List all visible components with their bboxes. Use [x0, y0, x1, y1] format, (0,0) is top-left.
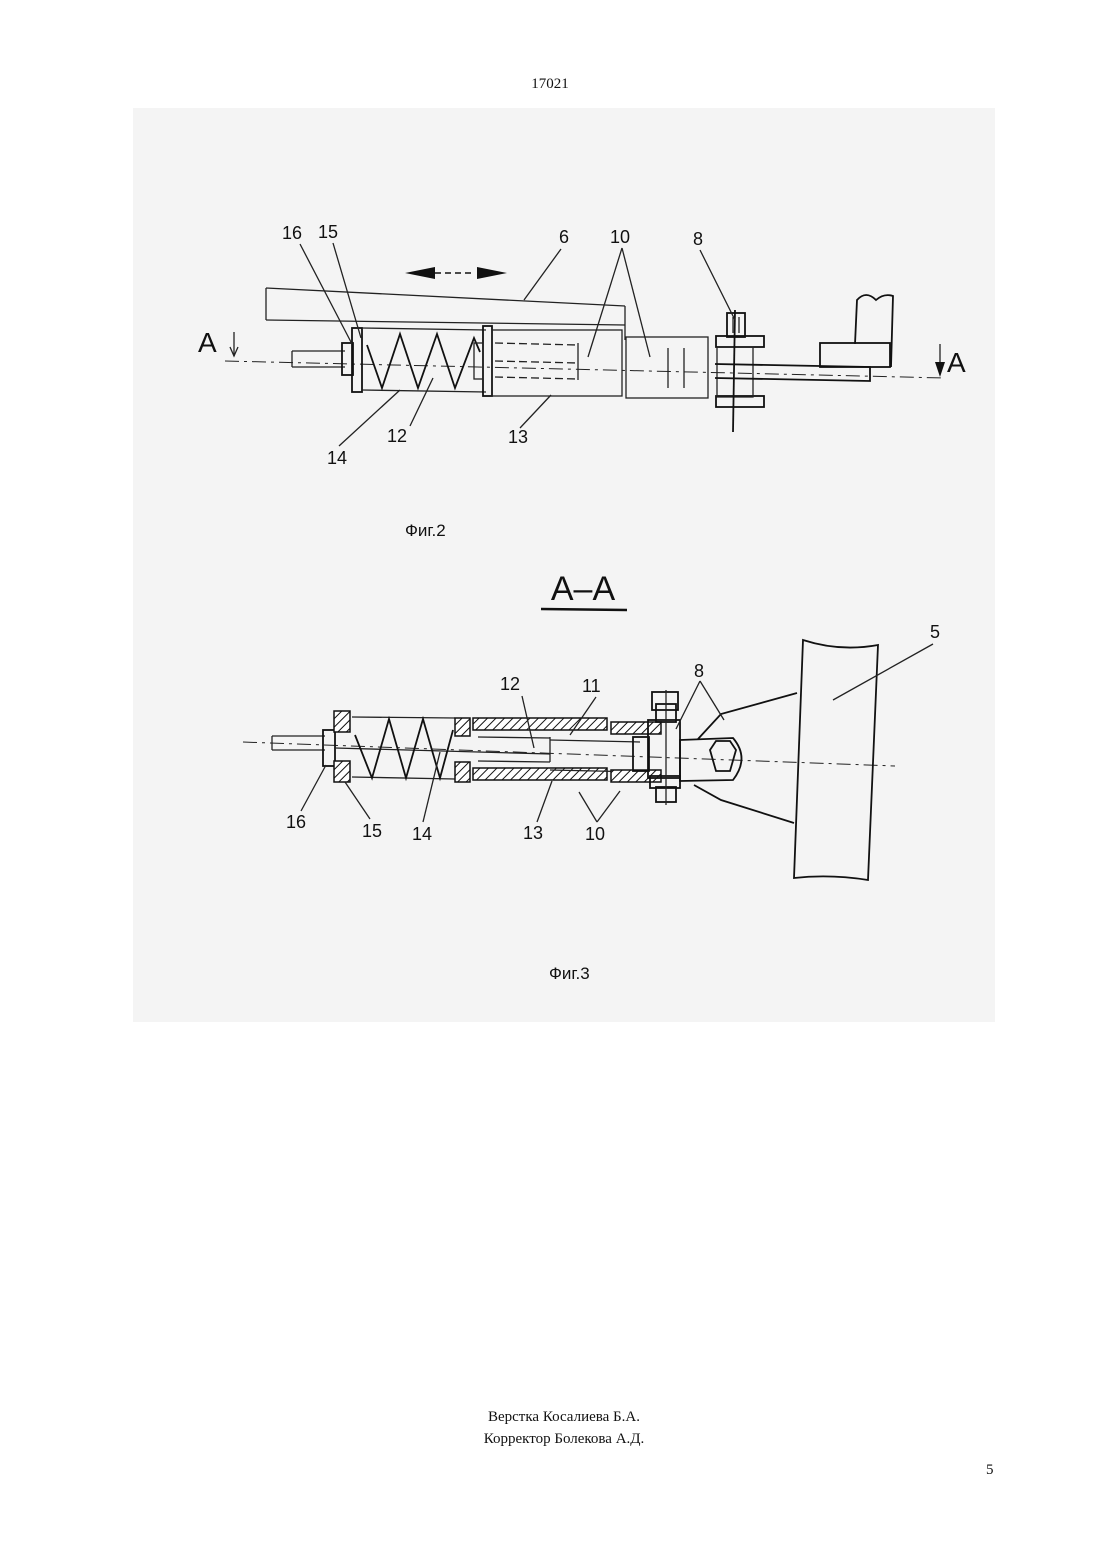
label-13: 13 [523, 823, 543, 843]
label-13: 13 [508, 427, 528, 447]
footer-credits: Верстка Косалиева Б.А. Корректор Болеков… [0, 1406, 1100, 1450]
proof-credit: Корректор Болекова А.Д. [0, 1428, 1100, 1450]
leader-lines-fig2 [300, 243, 735, 446]
label-15: 15 [318, 222, 338, 242]
part-10-sleeve [611, 722, 661, 782]
section-arrow-right-icon [935, 344, 945, 377]
figure-3-drawing: 5 8 12 11 16 15 14 13 10 Фиг.3 [243, 622, 940, 983]
figure-2-drawing: A A 16 15 6 10 8 12 13 14 [198, 222, 966, 540]
label-14: 14 [412, 824, 432, 844]
layout-credit: Верстка Косалиева Б.А. [0, 1406, 1100, 1428]
page-number: 5 [986, 1462, 994, 1479]
part-8-bolt [716, 310, 764, 432]
section-axis-line [225, 361, 945, 378]
section-title-underline [541, 609, 627, 610]
label-8: 8 [693, 229, 703, 249]
label-10: 10 [585, 824, 605, 844]
label-11: 11 [582, 676, 601, 696]
label-16: 16 [282, 223, 302, 243]
label-16: 16 [286, 812, 306, 832]
part-13-sleeve [492, 330, 622, 396]
label-12: 12 [387, 426, 407, 446]
part-6-rail [266, 288, 625, 340]
rod [292, 351, 345, 367]
part-12-spring [367, 334, 480, 388]
mounting-bracket [715, 295, 893, 381]
part-15-washer [334, 711, 350, 782]
part-8-bolt [648, 690, 680, 805]
label-8: 8 [694, 661, 704, 681]
section-mark-right: A [947, 347, 966, 378]
label-5: 5 [930, 622, 940, 642]
part-10-sleeve [626, 337, 708, 398]
figure-3-caption: Фиг.3 [549, 964, 590, 983]
label-6: 6 [559, 227, 569, 247]
label-10: 10 [610, 227, 630, 247]
flange-plate [483, 326, 492, 396]
section-arrow-left-icon [230, 332, 238, 356]
label-12: 12 [500, 674, 520, 694]
movement-arrow-icon [405, 267, 507, 279]
label-15: 15 [362, 821, 382, 841]
label-14: 14 [327, 448, 347, 468]
section-title: А–А [551, 570, 616, 608]
section-mark-left: A [198, 327, 217, 358]
figure-2-caption: Фиг.2 [405, 521, 446, 540]
